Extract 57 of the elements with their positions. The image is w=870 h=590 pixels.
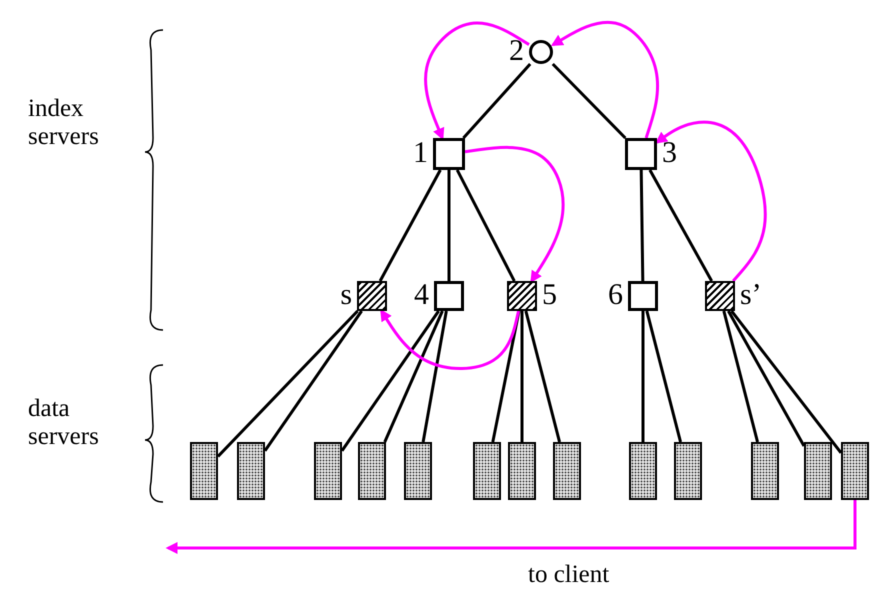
arrow [380, 308, 520, 370]
arrow [424, 22, 530, 140]
server-box [628, 281, 658, 311]
node-number: s [340, 280, 352, 310]
connector-line [422, 310, 448, 442]
connector-line [722, 310, 759, 442]
node-number: 1 [413, 138, 428, 168]
data-server-bar [508, 442, 536, 500]
data-server-bar [358, 442, 386, 500]
arrow [550, 20, 660, 138]
node-number: 3 [662, 138, 677, 168]
data-server-bar [237, 442, 265, 500]
data-server-bar [629, 442, 657, 500]
data-server-bar [190, 442, 218, 500]
group-label: index servers [28, 95, 100, 151]
data-server-bar [404, 442, 432, 500]
group-label: data servers [28, 395, 100, 451]
connector-line [216, 310, 359, 458]
arrow [655, 120, 767, 282]
connector-line [383, 310, 444, 443]
connector-line [640, 170, 644, 282]
connector-line [727, 310, 806, 447]
node-number: 2 [509, 36, 524, 66]
data-server-bar [473, 442, 501, 500]
connector-line [264, 310, 363, 452]
connector-line [340, 310, 440, 452]
arrow [166, 500, 856, 554]
data-server-bar [751, 442, 779, 500]
connector-line [730, 310, 842, 454]
connector-line [462, 63, 532, 139]
data-server-bar [314, 442, 342, 500]
hatched-server-box [357, 281, 387, 311]
server-box [625, 138, 657, 170]
connector-line [456, 169, 516, 282]
data-server-bar [841, 442, 869, 500]
node-number: 6 [608, 280, 623, 310]
arrow [464, 146, 565, 284]
connector-line [378, 169, 442, 282]
node-number: s’ [740, 280, 762, 310]
data-server-bar [674, 442, 702, 500]
connector-line [552, 62, 626, 140]
connector-line [524, 310, 561, 442]
connector-line [448, 170, 450, 281]
connector-line [520, 311, 524, 442]
hatched-server-box [507, 281, 537, 311]
server-circle [529, 40, 553, 64]
connector-line [648, 169, 713, 282]
node-number: 4 [414, 280, 429, 310]
connector-line [642, 311, 644, 442]
data-server-bar [553, 442, 581, 500]
data-server-bar [804, 442, 832, 500]
node-number: 5 [542, 280, 557, 310]
hatched-server-box [705, 281, 735, 311]
server-box [433, 138, 465, 170]
connector-line [491, 310, 520, 442]
server-box [434, 281, 464, 311]
connector-line [645, 310, 682, 442]
